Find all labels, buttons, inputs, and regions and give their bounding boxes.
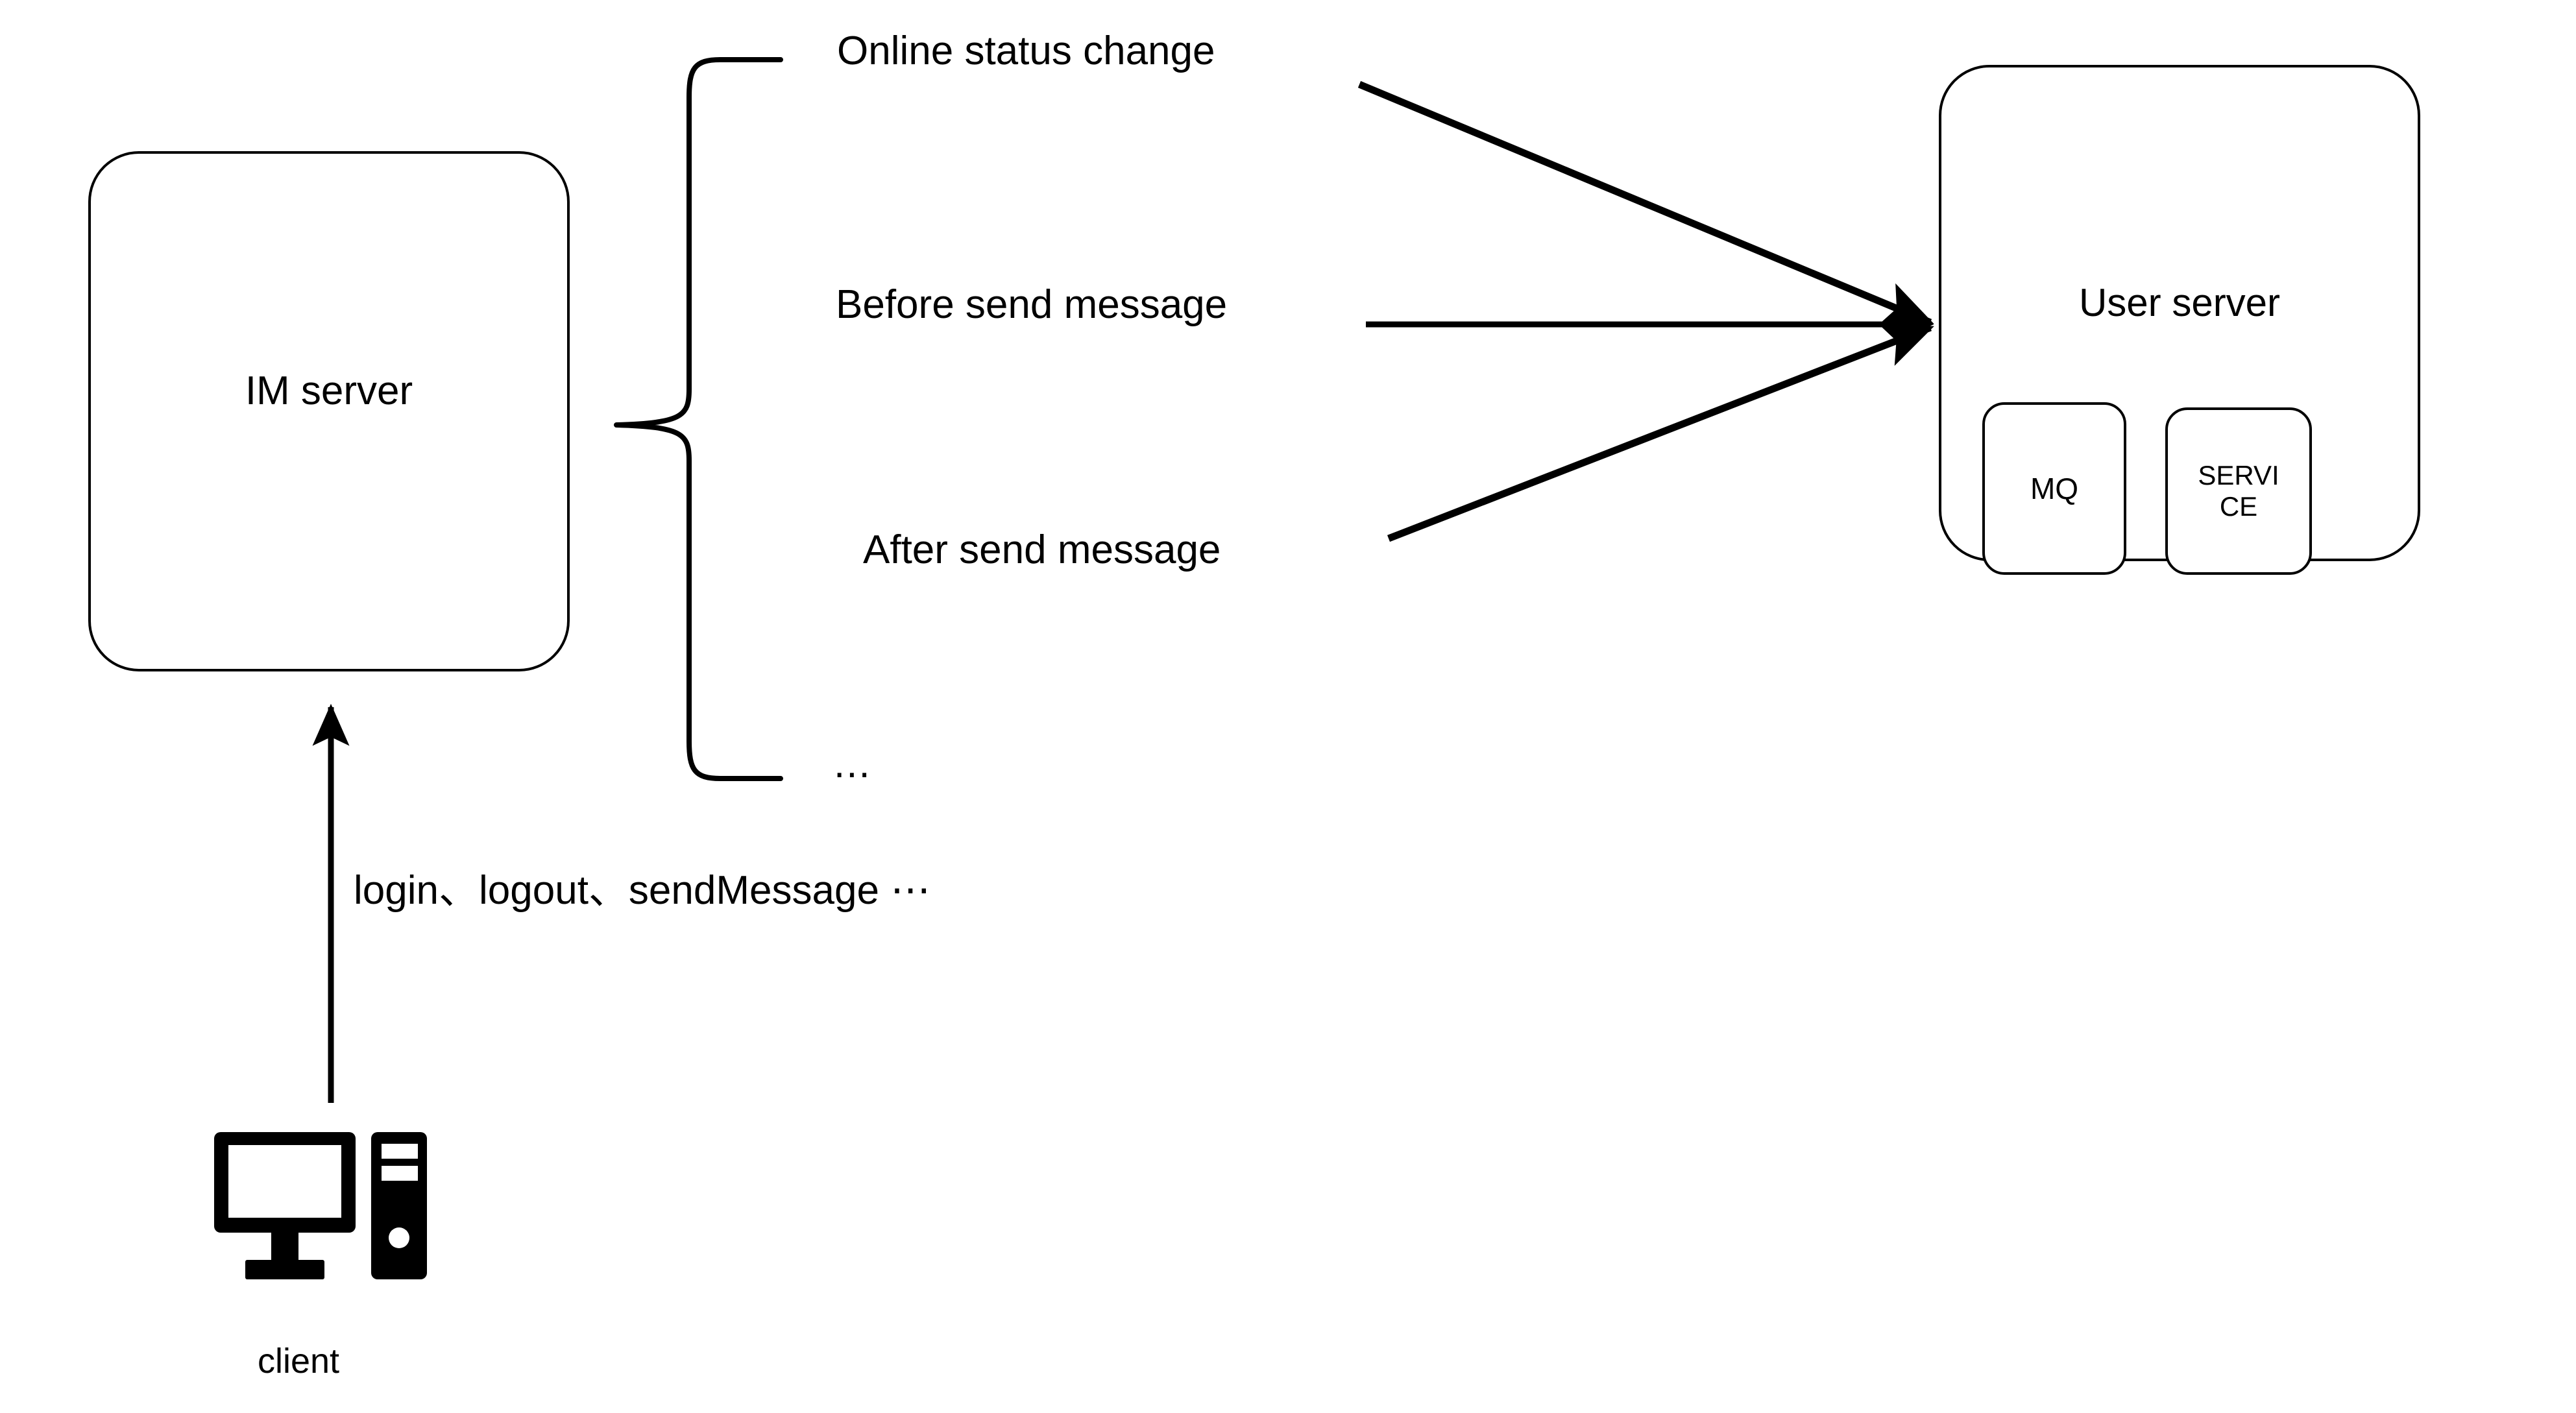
hook-label-before-send-message: Before send message: [836, 282, 1228, 327]
hook-events-brace: [614, 57, 783, 781]
hook-label-after-send-message: After send message: [863, 527, 1221, 572]
hook-arrow-online-status-change: [1357, 80, 1934, 326]
im-server-label: IM server: [245, 368, 413, 413]
desktop-computer-icon: [214, 1132, 427, 1279]
im-server-node[interactable]: [88, 151, 570, 671]
user-server-label: User server: [2078, 281, 2281, 324]
mq-label: MQ: [2030, 472, 2079, 505]
hook-label-online-status-change: Online status change: [837, 29, 1215, 73]
client-label: client: [257, 1342, 340, 1381]
hook-arrow-after-send-message: [1387, 323, 1934, 542]
user-server-component-service[interactable]: SERVI CE: [2165, 407, 2312, 575]
hook-label-more: ...: [834, 742, 871, 786]
service-label: SERVI CE: [2198, 459, 2279, 522]
user-server-component-mq[interactable]: MQ: [1982, 402, 2126, 575]
client-to-im-server-edge-label: login、logout、sendMessage ⋯: [354, 868, 931, 913]
